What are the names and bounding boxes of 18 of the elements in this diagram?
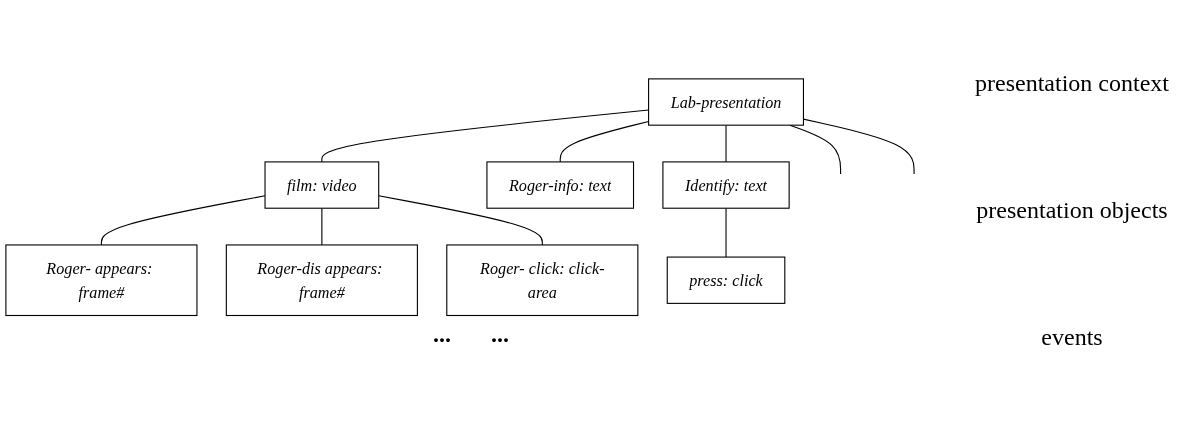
connector bbox=[725, 207, 727, 258]
ellipsis: ... bbox=[491, 321, 509, 349]
node-box: Identify: text bbox=[662, 161, 790, 209]
node-box: Lab-presentation bbox=[648, 78, 804, 126]
node-box: Roger- appears: frame# bbox=[5, 244, 198, 316]
connector bbox=[378, 195, 543, 246]
node-box: film: video bbox=[264, 161, 380, 209]
connector bbox=[100, 195, 266, 246]
connector bbox=[789, 124, 842, 175]
ellipsis: ... bbox=[433, 321, 451, 349]
node-box: Roger-dis appears: frame# bbox=[225, 244, 418, 316]
node-box: Roger-info: text bbox=[486, 161, 635, 209]
node-box: Roger- click: click-area bbox=[446, 244, 639, 316]
level-label: presentation objects bbox=[975, 197, 1169, 224]
level-label: presentation context bbox=[974, 70, 1170, 97]
connector bbox=[321, 207, 323, 246]
connector bbox=[725, 124, 727, 163]
level-label: events bbox=[1040, 324, 1104, 351]
